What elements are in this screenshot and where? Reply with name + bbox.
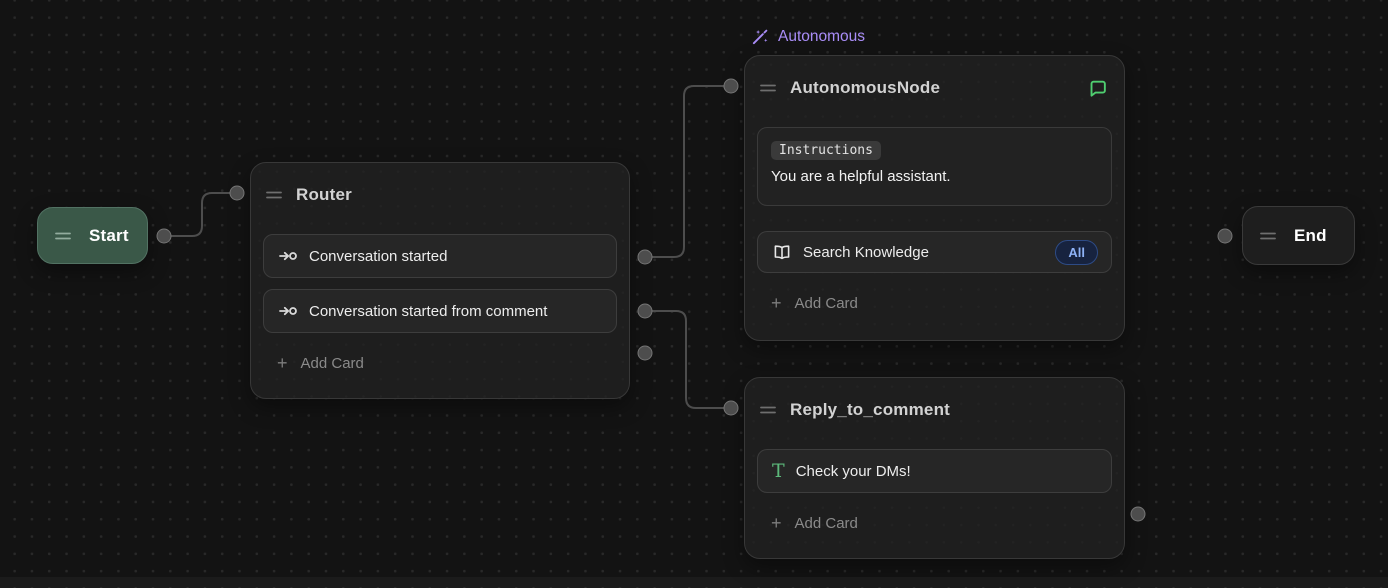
- instructions-field-label: Instructions: [771, 141, 881, 160]
- drag-handle-icon[interactable]: [54, 227, 72, 245]
- drag-handle-icon[interactable]: [759, 401, 777, 419]
- instructions-field-value[interactable]: You are a helpful assistant.: [771, 168, 951, 185]
- edge-router-to-reply[interactable]: [645, 310, 731, 409]
- port-reply-input[interactable]: [723, 400, 739, 416]
- open-book-icon: [774, 245, 790, 260]
- port-router-output-1[interactable]: [637, 249, 653, 265]
- port-autonomous-input[interactable]: [723, 78, 739, 94]
- comment-icon[interactable]: [1087, 78, 1108, 99]
- plus-icon: +: [771, 513, 782, 533]
- autonomous-add-card-button[interactable]: + Add Card: [771, 294, 1124, 312]
- port-router-input[interactable]: [229, 185, 245, 201]
- card-label: Conversation started from comment: [309, 302, 548, 320]
- reply-to-comment-node[interactable]: Reply_to_comment T Check your DMs! + Add…: [744, 377, 1125, 559]
- end-node[interactable]: End: [1242, 206, 1355, 265]
- port-reply-output[interactable]: [1130, 506, 1146, 522]
- drag-handle-icon[interactable]: [1259, 227, 1277, 245]
- reply-node-header[interactable]: Reply_to_comment: [745, 378, 1124, 422]
- drag-handle-icon[interactable]: [759, 79, 777, 97]
- reply-node-title: Reply_to_comment: [790, 400, 951, 419]
- add-card-label: Add Card: [794, 514, 858, 532]
- edge-router-to-autonomous[interactable]: [645, 85, 731, 258]
- start-node-label: Start: [89, 225, 129, 245]
- search-knowledge-card[interactable]: Search Knowledge All: [757, 231, 1112, 273]
- router-add-card-button[interactable]: + Add Card: [277, 354, 629, 372]
- router-card-conversation-started[interactable]: Conversation started: [263, 234, 617, 278]
- reply-add-card-button[interactable]: + Add Card: [771, 514, 1124, 532]
- edge-start-to-router[interactable]: [164, 192, 237, 237]
- start-node[interactable]: Start: [37, 207, 148, 264]
- router-node[interactable]: Router Conversation started Conversation…: [250, 162, 630, 399]
- card-label: Search Knowledge: [803, 243, 929, 261]
- autonomous-node[interactable]: AutonomousNode Instructions You are a he…: [744, 55, 1125, 341]
- autonomous-node-title: AutonomousNode: [790, 78, 941, 97]
- plus-icon: +: [771, 293, 782, 313]
- autonomous-cards: Instructions You are a helpful assistant…: [757, 127, 1112, 273]
- trigger-arrow-icon: [279, 251, 297, 261]
- port-router-output-2[interactable]: [637, 303, 653, 319]
- reply-cards: T Check your DMs!: [757, 449, 1112, 493]
- router-card-conversation-started-from-comment[interactable]: Conversation started from comment: [263, 289, 617, 333]
- add-card-label: Add Card: [794, 294, 858, 312]
- port-end-input[interactable]: [1217, 228, 1233, 244]
- port-start-output[interactable]: [156, 228, 172, 244]
- plus-icon: +: [277, 353, 288, 373]
- add-card-label: Add Card: [300, 354, 364, 372]
- end-node-label: End: [1294, 225, 1327, 245]
- knowledge-scope-badge[interactable]: All: [1055, 239, 1098, 265]
- router-node-title: Router: [296, 185, 352, 204]
- instructions-card[interactable]: Instructions You are a helpful assistant…: [757, 127, 1112, 206]
- card-label: Check your DMs!: [795, 462, 911, 480]
- magic-wand-icon: [752, 29, 768, 45]
- text-message-card[interactable]: T Check your DMs!: [757, 449, 1112, 493]
- card-label: Conversation started: [309, 247, 448, 265]
- text-type-icon: T: [772, 459, 785, 482]
- port-router-output-3[interactable]: [637, 345, 653, 361]
- trigger-arrow-icon: [279, 306, 297, 316]
- router-node-header[interactable]: Router: [251, 163, 629, 207]
- autonomous-node-tag: Autonomous: [751, 27, 865, 46]
- autonomous-tag-label: Autonomous: [778, 27, 866, 45]
- router-cards: Conversation started Conversation starte…: [263, 234, 617, 333]
- autonomous-node-header[interactable]: AutonomousNode: [745, 56, 1124, 100]
- bottom-panel-edge: [0, 577, 1388, 588]
- drag-handle-icon[interactable]: [265, 186, 283, 204]
